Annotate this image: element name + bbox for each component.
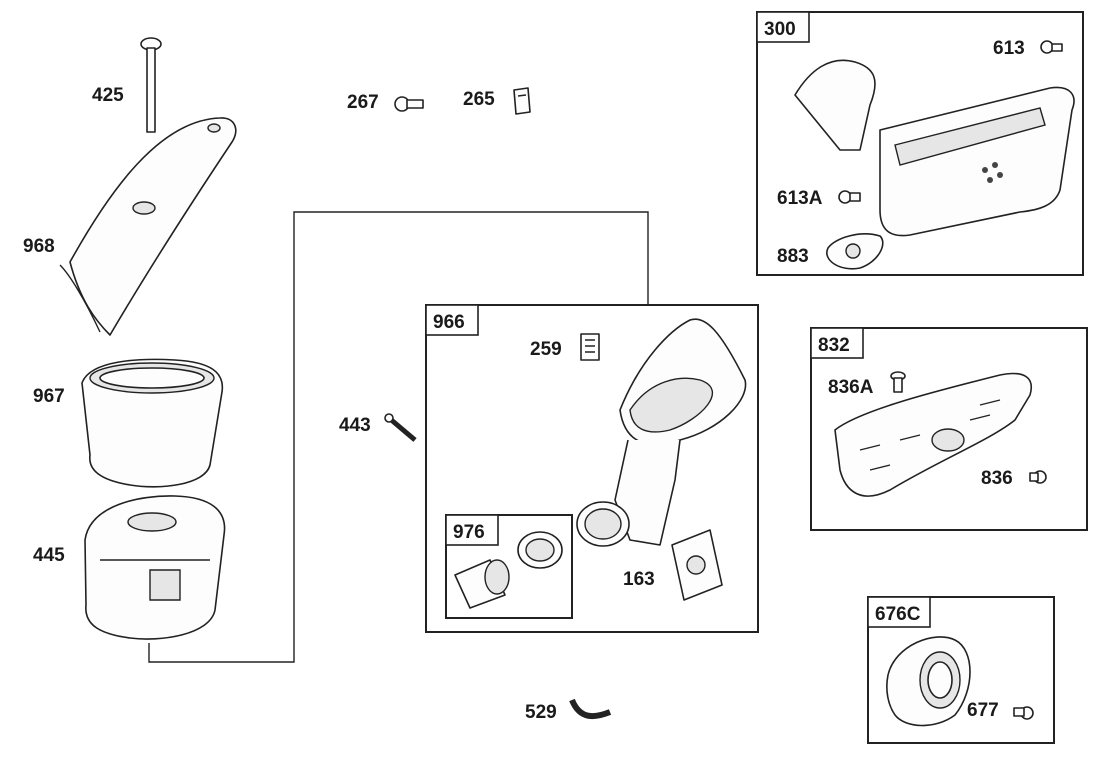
label-832: 832 <box>818 335 850 356</box>
label-836A: 836A <box>828 377 874 398</box>
part-259-fitting-icon[interactable] <box>580 333 600 361</box>
assembly-300-box <box>756 11 1084 276</box>
assembly-976-box <box>445 514 573 619</box>
intake-elbow-icon[interactable] <box>576 318 747 547</box>
label-529: 529 <box>525 702 557 723</box>
label-613: 613 <box>993 38 1025 59</box>
muffler-icon[interactable] <box>794 59 1075 237</box>
label-966: 966 <box>433 312 465 333</box>
label-883: 883 <box>777 246 809 267</box>
assembly-676C-tag <box>867 596 931 628</box>
label-265: 265 <box>463 89 495 110</box>
part-968-cover-icon[interactable] <box>59 117 237 336</box>
assembly-832-box <box>810 327 1088 531</box>
part-677-bolt-icon[interactable] <box>1013 706 1034 720</box>
connector-line <box>148 211 649 663</box>
label-836: 836 <box>981 468 1013 489</box>
part-967-precleaner-icon[interactable] <box>81 358 224 488</box>
part-163-gasket-icon[interactable] <box>671 529 723 601</box>
part-976-adapter-icon[interactable] <box>454 531 563 609</box>
part-613-bolt-icon[interactable] <box>1040 40 1063 54</box>
part-445-air-filter-icon[interactable] <box>84 495 226 640</box>
part-676C-flange-icon[interactable] <box>886 636 971 727</box>
assembly-966-tag <box>425 304 479 336</box>
part-265-clip-icon[interactable] <box>513 87 531 115</box>
label-267: 267 <box>347 92 379 113</box>
part-443-stud-icon[interactable] <box>384 413 417 442</box>
label-259: 259 <box>530 339 562 360</box>
part-836A-bolt-icon[interactable] <box>890 371 906 393</box>
label-968: 968 <box>23 236 55 257</box>
label-967: 967 <box>33 386 65 407</box>
label-445: 445 <box>33 545 65 566</box>
part-836-bolt-icon[interactable] <box>1029 470 1047 484</box>
label-976: 976 <box>453 522 485 543</box>
label-425: 425 <box>92 85 124 106</box>
label-677: 677 <box>967 700 999 721</box>
heat-shield-icon[interactable] <box>834 372 1032 497</box>
assembly-300-tag <box>756 11 810 43</box>
part-425-bolt-icon[interactable] <box>140 37 162 133</box>
assembly-976-tag <box>445 514 499 546</box>
part-613A-bolt-icon[interactable] <box>838 190 861 204</box>
part-267-screw-icon[interactable] <box>394 96 424 112</box>
assembly-832-tag <box>810 327 864 359</box>
label-443: 443 <box>339 415 371 436</box>
label-613A: 613A <box>777 188 823 209</box>
assembly-966-box <box>425 304 759 633</box>
label-300: 300 <box>764 19 796 40</box>
label-676C: 676C <box>875 604 921 625</box>
part-529-hose-icon[interactable] <box>569 698 612 720</box>
label-163: 163 <box>623 569 655 590</box>
part-883-gasket-icon[interactable] <box>826 233 884 270</box>
assembly-676C-box <box>867 596 1055 744</box>
